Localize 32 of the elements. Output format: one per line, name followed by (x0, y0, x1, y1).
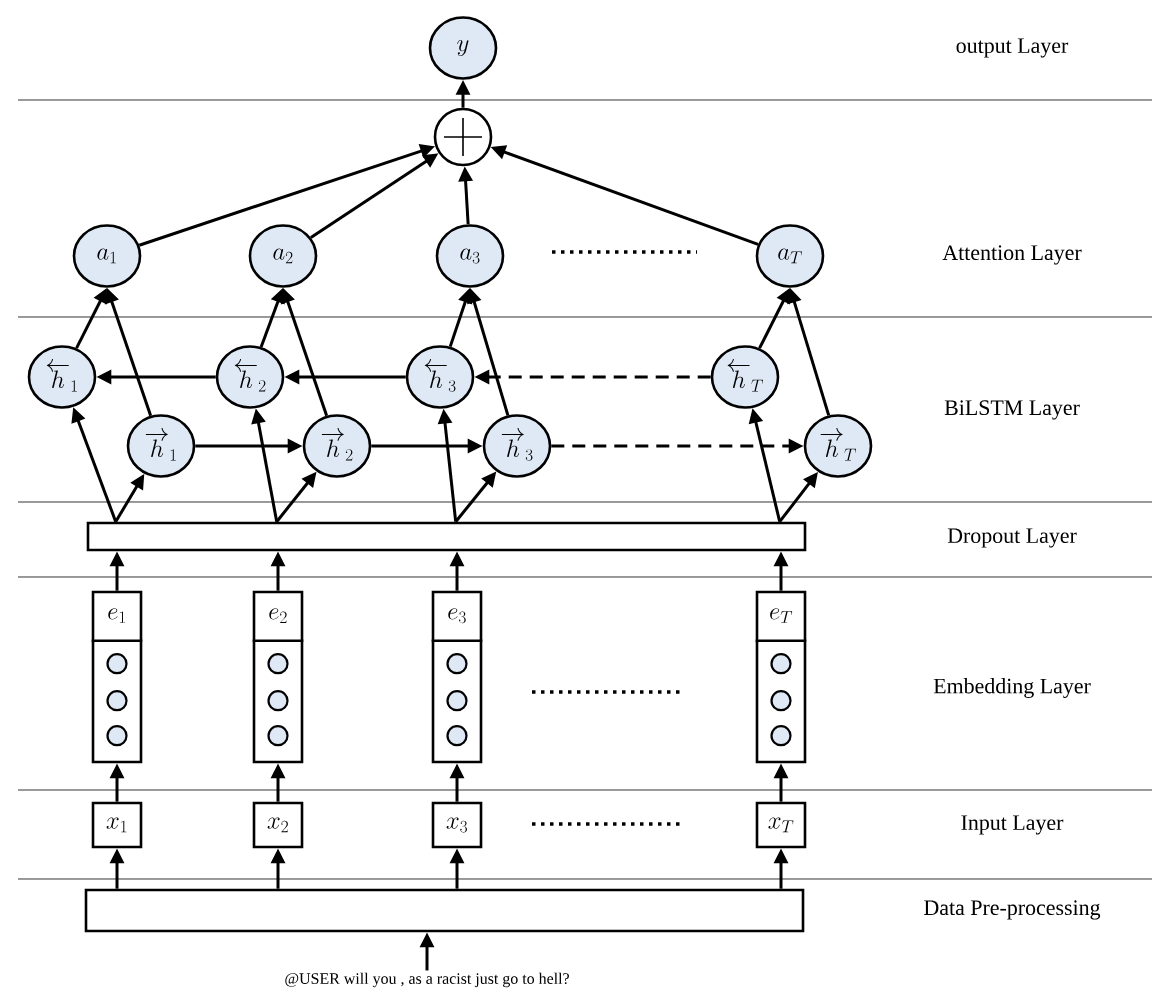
circle-node: $\overrightarrow{h}_{2}$ (302, 414, 372, 478)
layer-label: Data Pre-processing (924, 900, 1101, 920)
layer-label: Dropout Layer (947, 528, 1077, 548)
input-box: $x_{T}$ (755, 801, 807, 849)
circle-node: $\overrightarrow{h}_{1}$ (126, 414, 196, 478)
circle-node: $a_{T}$ (755, 224, 825, 288)
circle-node: $a_{1}$ (72, 224, 142, 288)
embedding-vector: $e_{3}$ (431, 590, 483, 764)
circle-node: $\overleftarrow{h}_{1}$ (27, 345, 97, 409)
layer-label: Attention Layer (942, 245, 1082, 265)
input-box: $x_{3}$ (431, 801, 483, 849)
circle-node: $a_{3}$ (435, 224, 505, 288)
layer-label: Input Layer (961, 815, 1064, 835)
layer-label: BiLSTM Layer (944, 400, 1080, 420)
circle-node: $\overleftarrow{h}_{3}$ (405, 345, 475, 409)
circle-node: $\overleftarrow{h}_{2}$ (215, 345, 285, 409)
circle-node: $y$ (428, 16, 498, 80)
input-box: $x_{1}$ (91, 801, 143, 849)
circle-node: $\overrightarrow{h}_{3}$ (482, 414, 552, 478)
circle-node: $\overrightarrow{h}_{T}$ (803, 414, 873, 478)
circle-node: $a_{2}$ (248, 224, 318, 288)
embedding-vector: $e_{T}$ (755, 590, 807, 764)
input-box: $x_{2}$ (252, 801, 304, 849)
layer-bar (86, 521, 807, 552)
layer-label: Embedding Layer (933, 678, 1091, 698)
circle-node: $\overleftarrow{h}_{T}$ (710, 345, 780, 409)
layer-bar (84, 888, 805, 933)
sum-node (433, 107, 493, 167)
input-sentence: @USER will you , as a racist just go to hell? (285, 972, 569, 988)
embedding-vector: $e_{2}$ (252, 590, 304, 764)
embedding-vector: $e_{1}$ (91, 590, 143, 764)
layer-label: output Layer (956, 38, 1069, 58)
